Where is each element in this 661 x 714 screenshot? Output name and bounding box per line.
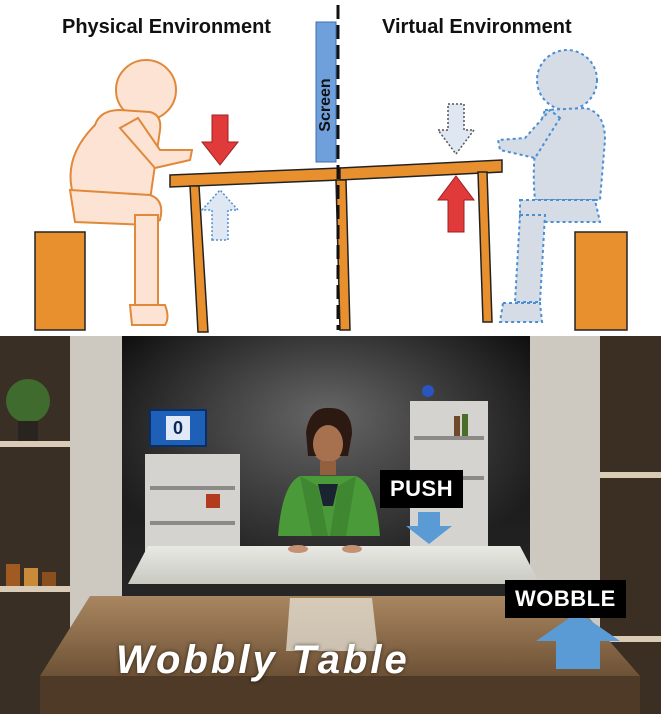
physical-stool — [34, 231, 86, 331]
virtual-tabletop — [339, 159, 503, 181]
physical-environment-label: Physical Environment — [62, 16, 271, 38]
screen-panel — [315, 21, 337, 163]
physical-feedback-arrow — [200, 188, 240, 241]
virtual-avatar — [278, 407, 380, 536]
scoreboard-value: 0 — [172, 418, 183, 438]
physical-tabletop — [169, 167, 341, 188]
environment-diagram: Physical Environment Virtual Environment… — [0, 0, 661, 336]
virtual-environment-label: Virtual Environment — [382, 16, 572, 38]
wobble-arrow — [536, 612, 620, 669]
wobbly-table-photo: 0 PUSH WOBBLE Wobbly Table — [0, 336, 661, 714]
push-arrow — [406, 512, 452, 544]
wobbly-table-title: Wobbly Table — [116, 638, 410, 682]
photo-scene — [0, 336, 661, 714]
physical-push-arrow — [200, 114, 240, 166]
screen-label: Screen — [317, 78, 334, 132]
virtual-table-leg — [477, 171, 493, 323]
push-label: PUSH — [380, 470, 464, 508]
virtual-push-arrow — [436, 103, 476, 156]
virtual-wobble-arrow — [437, 175, 475, 233]
diagram-drawing — [34, 5, 628, 333]
virtual-person — [496, 49, 607, 323]
virtual-stool — [574, 231, 628, 331]
physical-table-leg — [189, 185, 209, 333]
wobble-label: WOBBLE — [505, 580, 626, 618]
physical-person — [68, 59, 194, 326]
